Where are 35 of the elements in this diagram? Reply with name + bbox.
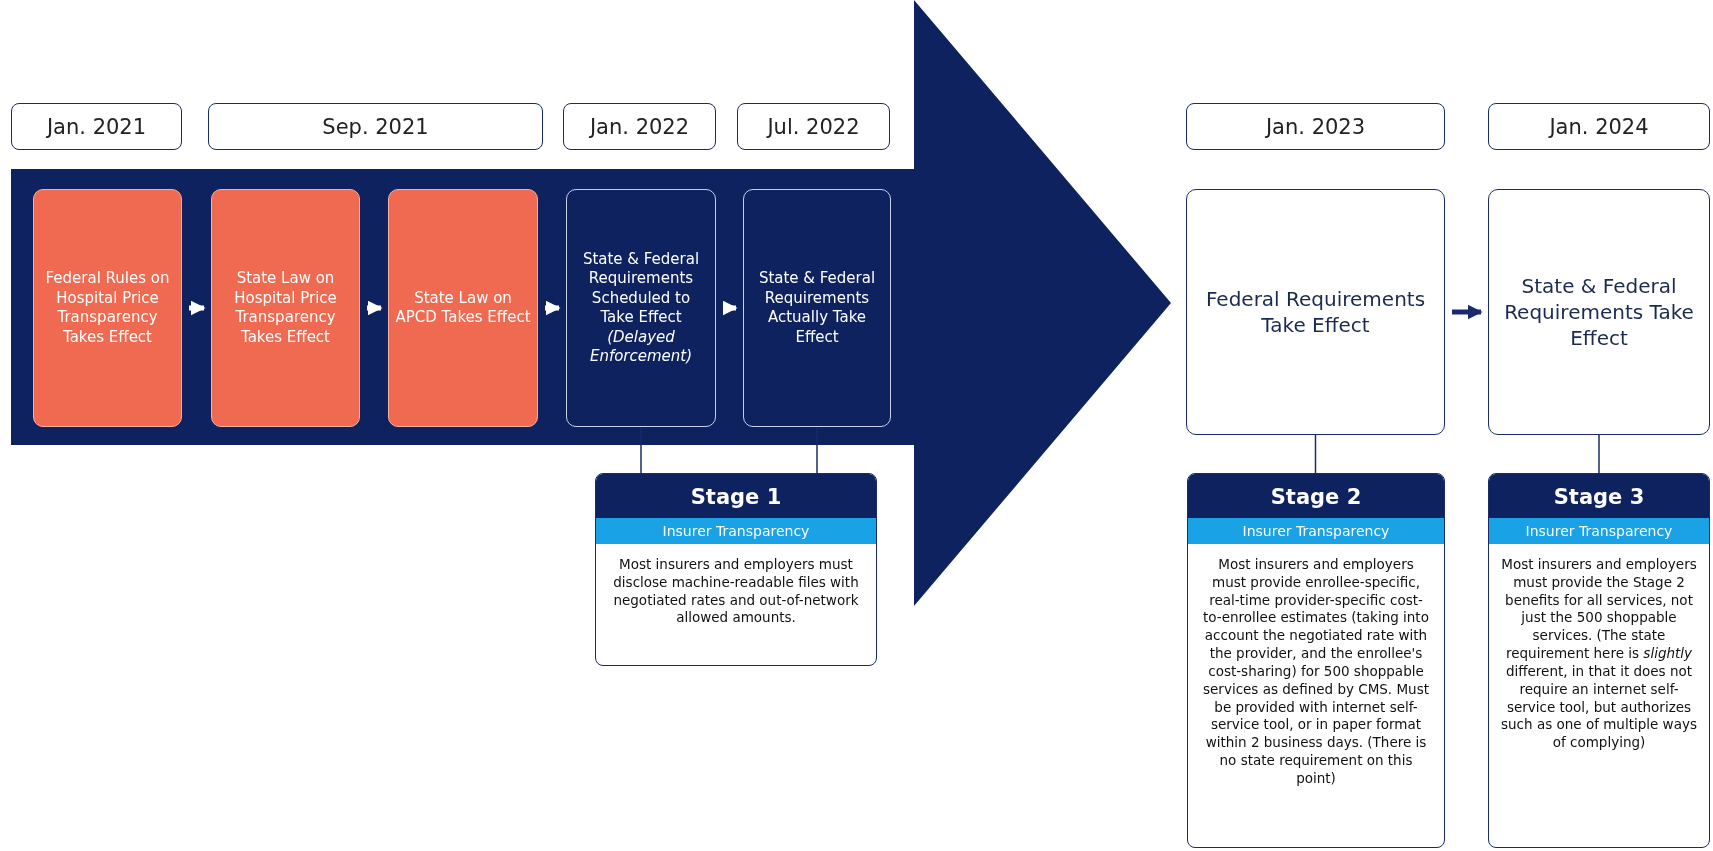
description-text: Most insurers and employers must provide the Stage 2 benefits for all services, not just the 500 shoppable services. (The state requirement here is slightly different, in that it does not require an internet self-service tool, but authorizes such as one of multiple ways of complying) (1501, 556, 1697, 751)
date-label: Jan. 2022 (563, 103, 716, 150)
process-box: State Law on Hospital Price Transparency Takes Effect (211, 189, 360, 427)
stage-card (595, 473, 877, 666)
stage-subheading: Insurer Transparency (1489, 518, 1709, 544)
process-box: State Law on APCD Takes Effect (388, 189, 538, 427)
stage-card (1488, 473, 1710, 848)
process-box: State & Federal Requirements Actually Take Effect (743, 189, 891, 427)
arrow (722, 300, 738, 316)
date-label: Jan. 2021 (11, 103, 182, 150)
connector-line (1598, 434, 1600, 474)
process-box: Federal Rules on Hospital Price Transparency Takes Effect (33, 189, 182, 427)
arrow (367, 300, 383, 316)
stage-heading: Stage 2 (1188, 474, 1444, 518)
arrow (545, 300, 561, 316)
connector-line (640, 426, 642, 474)
connector-line (1314, 434, 1317, 474)
stage-heading: Stage 1 (596, 474, 876, 518)
date-label: Jul. 2022 (737, 103, 890, 150)
date-label: Jan. 2024 (1488, 103, 1710, 150)
description-text: Most insurers and employers must provide enrollee-specific, real-time provider-specific cost-to-enrollee estimates (taking into account the negotiated rate with the provider, and the enrollee's cost-sharing) for 500 shoppable services as defined by CMS. Must be provided with internet self-service tool, or in paper format within 2 business days. (There is no state requirement on this point) (1203, 556, 1429, 786)
description-text: Most insurers and employers must disclose machine-readable files with negotiated rates and out-of-network allowed amounts. (613, 556, 859, 626)
process-box: Federal Requirements Take Effect (1186, 189, 1445, 435)
date-label: Sep. 2021 (208, 103, 543, 150)
arrow-band (11, 0, 1171, 606)
stage-subheading: Insurer Transparency (1188, 518, 1444, 544)
arrow (1452, 304, 1483, 320)
stage-card (1187, 473, 1445, 848)
date-label: Jan. 2023 (1186, 103, 1445, 150)
process-box: State & Federal Requirements Take Effect (1488, 189, 1710, 435)
arrow (189, 300, 206, 316)
stage-subheading: Insurer Transparency (596, 518, 876, 544)
stage-heading: Stage 3 (1489, 474, 1709, 518)
connector-line (816, 426, 818, 474)
process-box: State & Federal Requirements Scheduled to Take Effect (Delayed Enforcement) (566, 189, 716, 427)
